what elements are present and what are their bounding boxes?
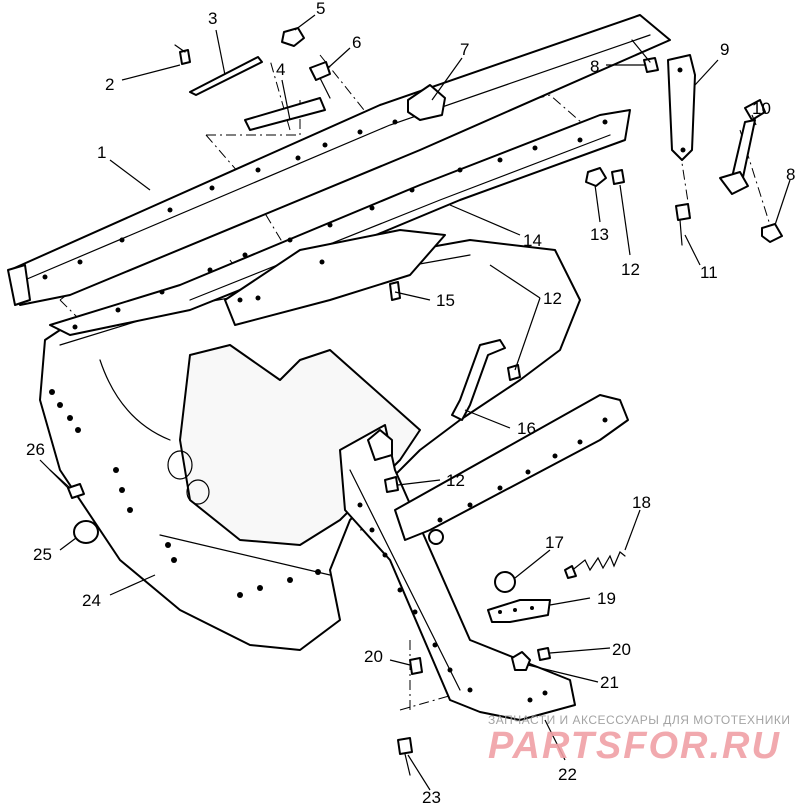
part-3-strip: [189, 56, 263, 96]
callout-12-mid: 12: [543, 289, 562, 308]
callout-21: 21: [600, 673, 619, 692]
callout-12-upper: 12: [621, 260, 640, 279]
callout-20-left: 20: [364, 647, 383, 666]
watermark-subtitle: ЗАПЧАСТИ И АКСЕССУАРЫ ДЛЯ МОТОТЕХНИКИ: [488, 713, 790, 727]
callout-22: 22: [558, 765, 577, 784]
part-9-hinge-bracket: [667, 54, 696, 161]
part-8-cap-lower: [761, 223, 783, 243]
callout-15: 15: [436, 291, 455, 310]
callout-4: 4: [276, 60, 285, 79]
watermark: ЗАПЧАСТИ И АКСЕССУАРЫ ДЛЯ МОТОТЕХНИКИ PA…: [488, 713, 790, 767]
callout-2: 2: [105, 75, 114, 94]
part-15-brace-plate: [224, 229, 446, 326]
part-22-skid-rail: [339, 424, 576, 721]
leader-lines: [39, 14, 791, 791]
part-18-spring: [564, 551, 626, 579]
part-17-cap: [428, 529, 516, 593]
part-12-nut-upper: [611, 169, 625, 185]
right-flange: [394, 394, 629, 541]
callout-13: 13: [590, 225, 609, 244]
callout-12-lower: 12: [446, 471, 465, 490]
callout-25: 25: [33, 545, 52, 564]
callout-16: 16: [517, 419, 536, 438]
part-8-fastener-upper: [631, 39, 659, 73]
part-5-nut: [281, 27, 305, 47]
callout-7: 7: [460, 40, 469, 59]
callout-5: 5: [316, 0, 325, 18]
callout-8-lower: 8: [786, 165, 795, 184]
callout-11: 11: [700, 263, 718, 282]
callout-3: 3: [208, 9, 217, 28]
part-20-pin-right: [537, 647, 551, 661]
part-13-nut: [585, 167, 607, 187]
part-11-bolt: [675, 203, 691, 246]
callout-1: 1: [97, 143, 106, 162]
callout-labels: 2 3 4 5 6 7 1 8 9 10 8 11 13 12 14 15 12…: [26, 0, 795, 806]
callout-20-right: 20: [612, 640, 631, 659]
part-14-frame-member: [49, 109, 631, 336]
part-12-nut-mid: [507, 364, 521, 381]
callout-19: 19: [597, 589, 616, 608]
callout-9: 9: [720, 40, 729, 59]
watermark-brand: PARTSFOR.RU: [488, 725, 781, 767]
part-10-link-rod: [719, 99, 766, 195]
callout-23: 23: [422, 788, 441, 806]
callout-17: 17: [545, 533, 564, 552]
part-15-bolt: [389, 281, 401, 301]
callout-6: 6: [352, 33, 361, 52]
part-21-clip: [511, 651, 531, 671]
callout-8-upper: 8: [590, 57, 599, 76]
part-20-pin-left: [409, 657, 423, 675]
part-25-plug: [73, 520, 99, 544]
callout-10: 10: [752, 99, 771, 118]
part-23-bolt: [397, 737, 413, 776]
callout-24: 24: [82, 591, 101, 610]
part-16-brace-rod: [451, 339, 506, 421]
part-19-plate: [487, 599, 551, 623]
part-4-strip: [244, 97, 326, 131]
callout-14: 14: [523, 231, 542, 250]
callout-26: 26: [26, 440, 45, 459]
part-1-bumper-rail: [7, 14, 671, 306]
callout-18: 18: [632, 493, 651, 512]
part-6-bolt: [309, 61, 331, 99]
part-12-nut-lower: [384, 476, 399, 493]
part-2-rivet: [174, 44, 191, 65]
